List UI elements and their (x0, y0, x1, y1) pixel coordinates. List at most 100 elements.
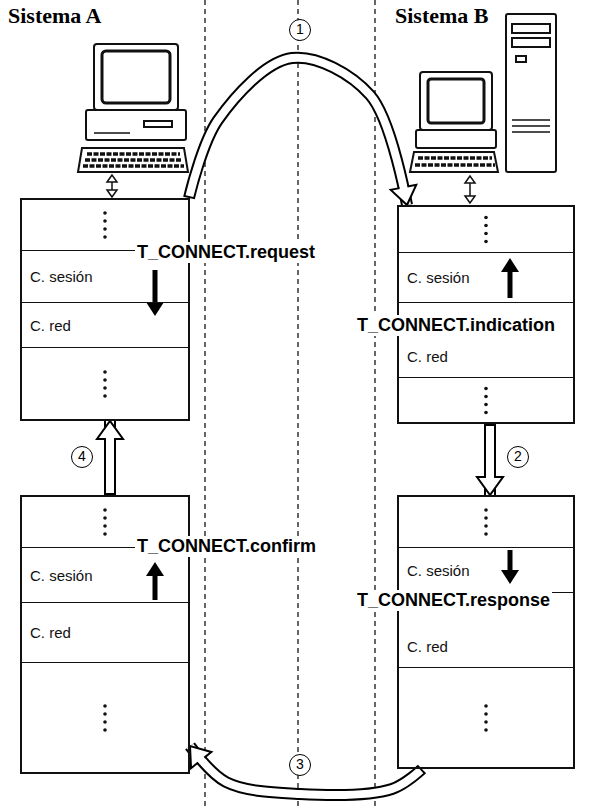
hollow-arrow (190, 746, 422, 795)
layer-band: C. sesión (399, 547, 573, 592)
arrow-head (190, 746, 211, 768)
layer-name: C. sesión (407, 269, 573, 286)
hollow-arrow (189, 58, 416, 205)
computer-icon (415, 163, 495, 167)
double-arrow (107, 190, 117, 197)
dots-band (22, 347, 188, 419)
primitive-arrow (501, 550, 519, 584)
computer-icon (410, 152, 498, 172)
tower-icon (512, 24, 550, 33)
dot (103, 720, 107, 724)
primitive-arrow (153, 576, 158, 600)
dot (484, 532, 488, 536)
dot (103, 211, 107, 215)
double-arrow (465, 176, 475, 183)
computer-icon (85, 158, 182, 162)
tower-icon (512, 125, 550, 127)
computer-icon (86, 110, 186, 140)
dot (484, 216, 488, 220)
dot (484, 720, 488, 724)
arrow-band (190, 746, 422, 795)
computer-icon (420, 72, 492, 130)
service-primitive: T_CONNECT.confirm (135, 536, 318, 557)
dot (103, 386, 107, 390)
dots-symbol (22, 663, 188, 773)
double-arrow (107, 175, 117, 182)
dashed-divider (204, 0, 205, 807)
dot (103, 728, 107, 732)
dot (484, 516, 488, 520)
dashed-divider (297, 0, 298, 807)
double-arrow (465, 196, 475, 203)
primitive-arrow (501, 258, 519, 298)
service-primitive: T_CONNECT.request (135, 242, 317, 263)
dot (484, 403, 488, 407)
dot (484, 232, 488, 236)
layer-name: C. red (407, 348, 573, 365)
primitive-arrow (146, 270, 164, 316)
dot (484, 704, 488, 708)
layer-name: C. red (407, 638, 573, 655)
computer-icon (144, 121, 172, 127)
layer-name: C. red (30, 624, 188, 641)
callout-number: 3 (289, 754, 311, 776)
layer-band: C. sesión (399, 252, 573, 302)
dots-band (399, 377, 573, 422)
hollow-arrow (477, 424, 503, 495)
layer-band: C. red (22, 302, 188, 347)
dot (484, 524, 488, 528)
primitive-arrow (146, 562, 164, 576)
tower-icon (506, 14, 556, 172)
protocol-stack: C. sesiónC. redT_CONNECT.indication (397, 205, 575, 424)
layer-band: C. red (399, 302, 573, 377)
computer-icon (418, 156, 492, 160)
computer-icon (78, 148, 188, 172)
computer-icon (416, 130, 496, 148)
dots-band (399, 207, 573, 252)
arrow-head (97, 421, 123, 439)
tower-icon (512, 38, 550, 47)
primitive-arrow (146, 302, 164, 316)
system-title: Sistema A (8, 3, 102, 29)
callout-number: 2 (507, 446, 529, 468)
dot (484, 387, 488, 391)
primitive-arrow (153, 270, 158, 302)
double-arrow (469, 183, 471, 196)
dots-symbol (399, 378, 573, 423)
double-arrow (465, 176, 475, 203)
computer-icon (94, 132, 130, 134)
dot (103, 532, 107, 536)
primitive-arrow (508, 272, 513, 298)
double-arrow (111, 182, 113, 190)
dot (103, 394, 107, 398)
arrow-head-outline (97, 421, 123, 439)
dots-band (22, 662, 188, 772)
service-primitive: T_CONNECT.indication (355, 315, 557, 336)
layer-name: C. sesión (30, 567, 188, 584)
dot (103, 712, 107, 716)
dot (103, 704, 107, 708)
protocol-stack: C. sesiónC. redT_CONNECT.confirm (20, 495, 190, 774)
arrow-head-outline (190, 746, 211, 768)
dot (103, 370, 107, 374)
double-arrow (107, 175, 117, 197)
dot (484, 411, 488, 415)
dot (103, 524, 107, 528)
computer-icon (428, 79, 484, 123)
computer-icon (410, 72, 498, 172)
arrow-band (189, 58, 407, 205)
dots-symbol (22, 348, 188, 420)
computer-icon (102, 51, 170, 103)
dot (103, 508, 107, 512)
arrow-band-inner (190, 746, 422, 795)
protocol-stack: C. sesiónC. redT_CONNECT.response (397, 495, 575, 769)
dots-band (399, 667, 573, 767)
primitive-arrow (508, 550, 513, 570)
dot (484, 712, 488, 716)
callout-number: 1 (289, 19, 311, 41)
dot (103, 516, 107, 520)
arrow-band-inner (189, 58, 407, 205)
